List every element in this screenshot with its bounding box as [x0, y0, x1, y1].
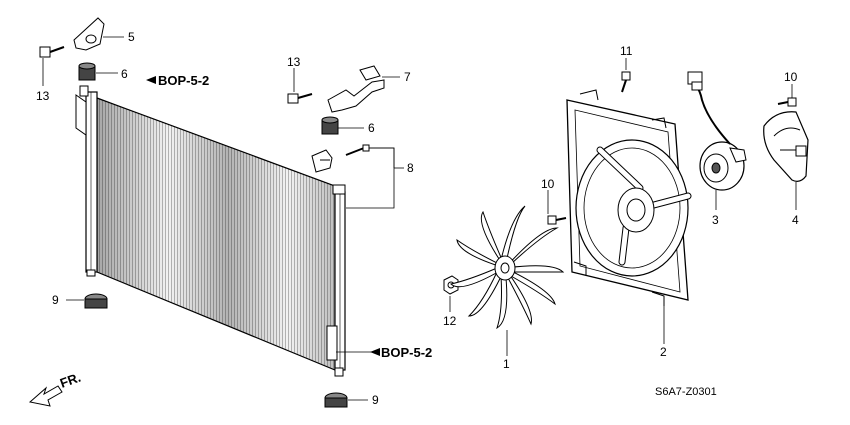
callout-3: 3	[712, 213, 719, 227]
ref-bop-bottom[interactable]: BOP-5-2	[381, 345, 432, 360]
bolt-11	[621, 71, 631, 93]
ref-bottom[interactable]: BOP-5-2	[370, 345, 432, 360]
cushion-9-left	[84, 293, 108, 309]
bracket-5	[73, 17, 105, 51]
cushion-6-upper	[78, 62, 96, 81]
callout-10-middle: 10	[541, 177, 555, 191]
cushion-9-bottom	[324, 392, 348, 408]
callouts: 5 6 13 13 7 6 8 9 9 11 10 10 12 1 2 3 4	[36, 30, 799, 407]
bracket-7	[327, 65, 385, 113]
callout-7: 7	[404, 70, 411, 84]
callout-4: 4	[792, 213, 799, 227]
cooling-fan	[450, 205, 565, 330]
callout-9-left: 9	[52, 293, 59, 307]
bolt-13-middle	[287, 93, 313, 104]
callout-6-middle: 6	[368, 121, 375, 135]
bolt-10-middle	[547, 215, 567, 225]
callout-6-upper: 6	[121, 67, 128, 81]
front-label: FR.	[58, 370, 83, 391]
bolt-13-upper	[39, 46, 65, 58]
callout-13-middle: 13	[287, 55, 301, 69]
motor-cover	[763, 111, 809, 182]
fan-shroud	[566, 89, 692, 306]
front-arrow: FR.	[28, 370, 83, 407]
ref-top[interactable]: BOP-5-2	[146, 73, 209, 88]
callout-13-upper: 13	[36, 89, 50, 103]
leader-lines	[42, 36, 797, 401]
callout-1: 1	[503, 357, 510, 371]
ref-bop-top[interactable]: BOP-5-2	[158, 73, 209, 88]
diagram-code: S6A7-Z0301	[655, 386, 717, 398]
callout-12: 12	[443, 314, 457, 328]
bolt-clip-8	[311, 144, 370, 173]
bolt-10-upper	[777, 97, 797, 107]
callout-11: 11	[620, 44, 633, 58]
cushion-6-middle	[321, 116, 339, 135]
callout-10-upper: 10	[784, 70, 798, 84]
callout-5: 5	[128, 30, 135, 44]
condenser	[75, 85, 346, 377]
callout-8: 8	[407, 161, 414, 175]
callout-2: 2	[660, 345, 667, 359]
callout-9-bottom: 9	[372, 393, 379, 407]
fan-motor	[687, 71, 747, 191]
